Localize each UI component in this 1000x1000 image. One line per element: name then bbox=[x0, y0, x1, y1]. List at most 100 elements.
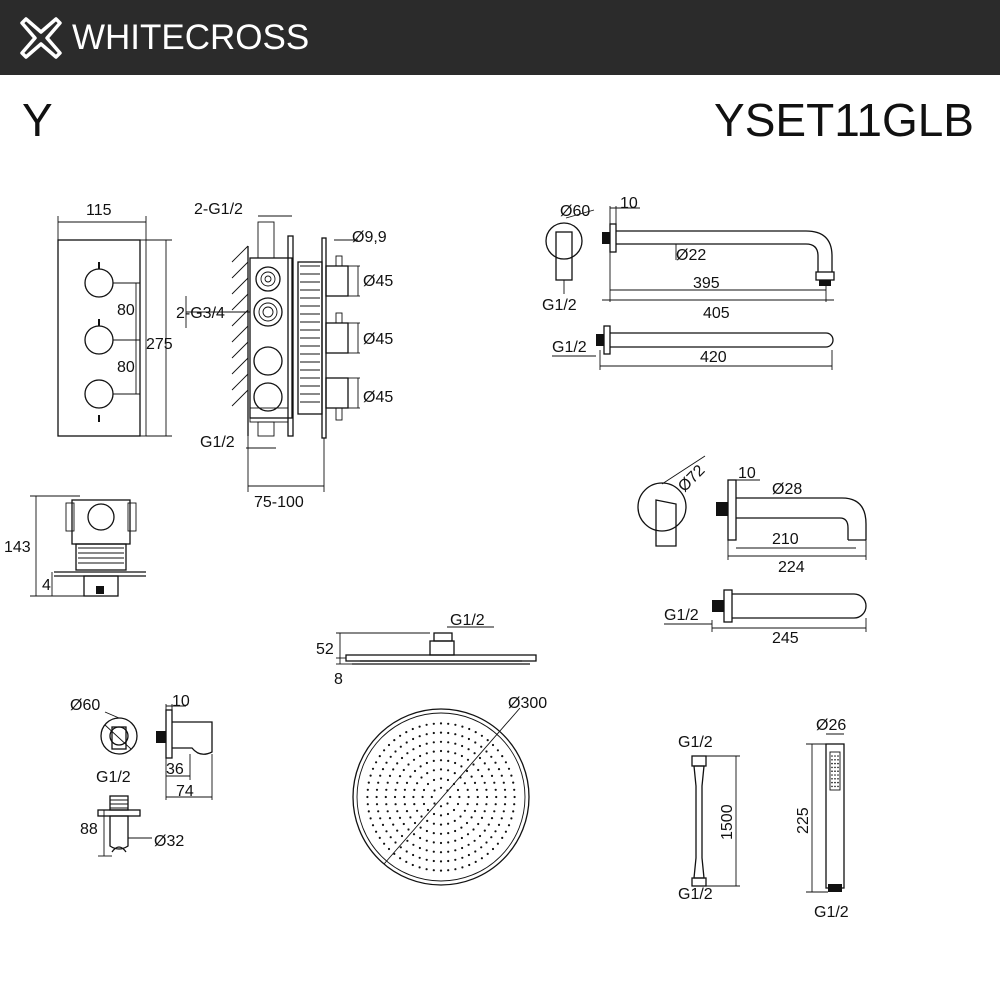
nozzle-dot bbox=[497, 768, 501, 771]
valve-side-view: 143 4 bbox=[4, 495, 146, 597]
nozzle-dot bbox=[480, 775, 484, 778]
nozzle-dot bbox=[399, 745, 402, 748]
nozzle-dot bbox=[369, 774, 372, 777]
hand-nozzle-dot bbox=[834, 778, 836, 780]
nozzle-dot bbox=[403, 803, 406, 806]
nozzle-dot bbox=[412, 853, 415, 857]
nozzle-dot bbox=[439, 860, 443, 863]
nozzle-dot bbox=[470, 775, 473, 778]
nozzle-dot bbox=[461, 846, 464, 850]
nozzle-dot bbox=[447, 869, 450, 872]
nozzle-dot bbox=[383, 749, 386, 752]
nozzle-dot bbox=[487, 768, 490, 771]
nozzle-dot bbox=[392, 823, 395, 826]
nozzle-dot bbox=[412, 843, 415, 846]
hose-thread-bottom-label: G1/2 bbox=[678, 886, 713, 903]
nozzle-dot bbox=[491, 847, 495, 851]
nozzle-dot bbox=[394, 750, 397, 753]
nozzle-grid bbox=[366, 722, 516, 872]
nozzle-dot bbox=[412, 795, 415, 799]
nozzle-dot bbox=[405, 860, 408, 864]
nozzle-dot bbox=[483, 829, 486, 832]
nozzle-dot bbox=[387, 743, 391, 747]
nozzle-dot bbox=[399, 846, 402, 849]
hand-nozzle-dot bbox=[837, 766, 839, 769]
nozzle-dot bbox=[446, 812, 450, 816]
nozzle-dot bbox=[426, 782, 430, 786]
nozzle-dot bbox=[432, 741, 435, 744]
wall-depth-label: 75-100 bbox=[254, 494, 304, 511]
nozzle-dot bbox=[403, 788, 406, 791]
hand-nozzle-dot bbox=[834, 762, 836, 765]
hand-nozzle-dot bbox=[837, 778, 839, 780]
nozzle-dot bbox=[367, 810, 370, 813]
nozzle-dot bbox=[485, 795, 489, 799]
nozzle-dot bbox=[439, 786, 443, 789]
nozzle-dot bbox=[413, 821, 417, 825]
hand-nozzle-dot bbox=[834, 766, 836, 769]
head-dia-label: Ø300 bbox=[508, 695, 547, 712]
nozzle-dot bbox=[385, 761, 388, 764]
nozzle-dot bbox=[485, 803, 488, 806]
nozzle-dot bbox=[375, 761, 378, 764]
nozzle-dot bbox=[389, 755, 392, 758]
nozzle-dot bbox=[454, 829, 457, 833]
nozzle-dot bbox=[399, 857, 402, 860]
nozzle-dot bbox=[461, 866, 464, 869]
nozzle-dot bbox=[500, 817, 503, 820]
nozzle-dot bbox=[419, 765, 422, 768]
nozzle-dot bbox=[420, 776, 423, 779]
nozzle-dot bbox=[432, 750, 435, 753]
nozzle-dot bbox=[412, 833, 416, 836]
arm-thread-label: G1/2 bbox=[542, 297, 577, 314]
nozzle-dot bbox=[394, 788, 397, 791]
nozzle-dot bbox=[439, 731, 443, 734]
hand-nozzle-dot bbox=[831, 755, 833, 757]
nozzle-dot bbox=[378, 836, 381, 840]
nozzle-dot bbox=[412, 737, 415, 741]
nozzle-dot bbox=[466, 788, 469, 792]
nozzle-dot bbox=[425, 829, 428, 833]
nozzle-dot bbox=[413, 769, 417, 773]
nozzle-dot bbox=[494, 788, 497, 791]
nozzle-dot bbox=[490, 755, 493, 758]
nozzle-dot bbox=[474, 741, 477, 744]
hand-nozzle-dot bbox=[837, 755, 839, 757]
nozzle-dot bbox=[473, 810, 477, 813]
holder-depth-inner-label: 36 bbox=[166, 761, 184, 778]
holder-flange-dia-label: Ø60 bbox=[70, 697, 100, 714]
holder-flange-depth-label: 10 bbox=[172, 693, 190, 710]
nozzle-dot bbox=[474, 731, 477, 734]
arm-tube-dia-label: Ø22 bbox=[676, 247, 706, 264]
handshower-dia-label: Ø26 bbox=[816, 717, 846, 734]
nozzle-dot bbox=[480, 734, 483, 737]
nozzle-dot bbox=[425, 868, 428, 871]
nozzle-dot bbox=[400, 834, 404, 838]
nozzle-dot bbox=[402, 822, 405, 826]
spout-length-label: 245 bbox=[772, 630, 799, 647]
hand-nozzle-dot bbox=[837, 759, 839, 761]
nozzle-dot bbox=[447, 731, 450, 735]
nozzle-dot bbox=[432, 841, 435, 844]
nozzle-dot bbox=[503, 788, 507, 791]
nozzle-dot bbox=[465, 769, 469, 773]
nozzle-dot bbox=[454, 752, 457, 755]
hand-nozzle-dot bbox=[831, 762, 833, 765]
nozzle-dot bbox=[407, 828, 410, 831]
hose-thread-top-label: G1/2 bbox=[678, 734, 713, 751]
side-depth-label: 4 bbox=[42, 577, 51, 594]
nozzle-dot bbox=[460, 826, 463, 829]
series-name: Y bbox=[22, 94, 53, 146]
side-height-label: 143 bbox=[4, 539, 31, 556]
nozzle-dot bbox=[432, 850, 435, 853]
handshower-length-label: 225 bbox=[795, 807, 812, 834]
nozzle-dot bbox=[501, 836, 504, 840]
nozzle-dot bbox=[381, 823, 385, 827]
nozzle-dot bbox=[473, 752, 476, 755]
nozzle-dot bbox=[377, 810, 380, 813]
nozzle-dot bbox=[426, 819, 429, 823]
nozzle-dot bbox=[406, 752, 409, 755]
hand-nozzle-dot bbox=[834, 759, 836, 761]
nozzle-dot bbox=[403, 795, 406, 799]
nozzle-dot bbox=[447, 832, 450, 835]
